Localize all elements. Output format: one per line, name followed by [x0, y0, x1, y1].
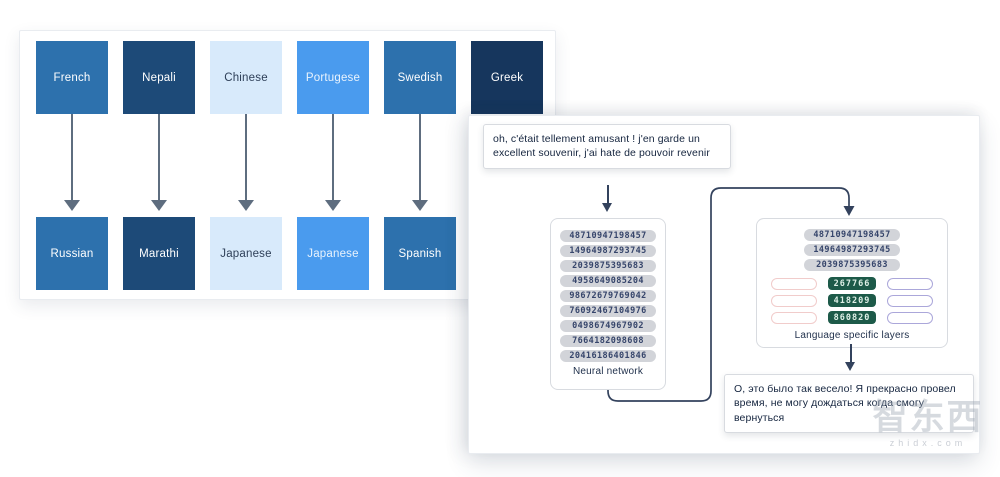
- token-chip: 20416186401846: [560, 349, 656, 362]
- flow-arrow-head-icon: [845, 362, 855, 371]
- down-arrow-head-icon: [151, 200, 167, 211]
- down-arrow-head-icon: [325, 200, 341, 211]
- layer-pill-row: 860820: [771, 311, 933, 324]
- down-arrow-line: [71, 114, 73, 202]
- down-arrow-head-icon: [412, 200, 428, 211]
- inactive-layer-slot: [887, 277, 933, 290]
- token-chip: 76092467104976: [560, 304, 656, 317]
- source-language-box: French: [36, 41, 108, 114]
- neural-network-label: Neural network: [572, 366, 644, 377]
- token-chip: 2039875395683: [560, 259, 656, 272]
- token-chip-list: 48710947198457 14964987293745 203987539568…: [804, 227, 900, 272]
- language-pair-column: Chinese Japanese: [210, 31, 282, 299]
- token-chip: 2039875395683: [804, 258, 900, 271]
- flow-arrow-line: [607, 185, 609, 204]
- token-chip: 48710947198457: [804, 228, 900, 241]
- token-chip: 14964987293745: [804, 243, 900, 256]
- translation-flow-panel: oh, c'était tellement amusant ! j'en gar…: [468, 115, 980, 454]
- down-arrow-line: [332, 114, 334, 202]
- flow-arrow-line: [850, 344, 852, 363]
- active-layer-token: 860820: [828, 311, 876, 324]
- output-text-bubble: О, это было так весело! Я прекрасно пров…: [724, 374, 974, 434]
- target-language-box: Marathi: [123, 217, 195, 290]
- flow-arrow-head-icon: [843, 206, 855, 216]
- watermark-domain: zhidx.com: [889, 437, 967, 448]
- watermark: 智东西 zhidx.com: [856, 398, 1000, 448]
- watermark-logo: 智东西: [872, 398, 984, 437]
- inactive-layer-slot: [771, 311, 817, 324]
- target-language-box: Japanese: [210, 217, 282, 290]
- language-pair-column: Swedish Spanish: [384, 31, 456, 299]
- language-pair-column: French Russian: [36, 31, 108, 299]
- down-arrow-head-icon: [64, 200, 80, 211]
- neural-network-box: 48710947198457 14964987293745 203987539568…: [550, 218, 666, 390]
- source-language-box: Nepali: [123, 41, 195, 114]
- inactive-layer-slot: [887, 311, 933, 324]
- language-layers-box: 48710947198457 14964987293745 203987539568…: [756, 218, 948, 348]
- token-chip: 48710947198457: [560, 229, 656, 242]
- source-language-box: Greek: [471, 41, 543, 114]
- source-language-box: Chinese: [210, 41, 282, 114]
- target-language-box: Japanese: [297, 217, 369, 290]
- token-chip: 7664182098608: [560, 334, 656, 347]
- active-layer-token: 418209: [828, 294, 876, 307]
- target-language-box: Russian: [36, 217, 108, 290]
- token-chip: 4958649085204: [560, 274, 656, 287]
- inactive-layer-slot: [771, 277, 817, 290]
- layer-pill-row: 418209: [771, 294, 933, 307]
- language-layers-label: Language specific layers: [794, 330, 910, 341]
- language-pair-column: Nepali Marathi: [123, 31, 195, 299]
- flow-arrow-head-icon: [602, 203, 612, 212]
- down-arrow-head-icon: [238, 200, 254, 211]
- active-layer-token: 267766: [828, 277, 876, 290]
- language-pair-column: Greek: [471, 31, 543, 299]
- layer-pill-row: 267766: [771, 277, 933, 290]
- layer-pill-rows: 267766 418209 860820: [771, 275, 933, 326]
- down-arrow-line: [245, 114, 247, 202]
- token-chip: 98672679769042: [560, 289, 656, 302]
- inactive-layer-slot: [771, 294, 817, 307]
- down-arrow-line: [158, 114, 160, 202]
- language-pairs-panel: French Russian Nepali Marathi Chinese Ja…: [19, 30, 556, 300]
- token-chip: 0498674967902: [560, 319, 656, 332]
- language-pair-column: Portugese Japanese: [297, 31, 369, 299]
- token-chip: 14964987293745: [560, 244, 656, 257]
- source-language-box: Portugese: [297, 41, 369, 114]
- inactive-layer-slot: [887, 294, 933, 307]
- target-language-box: Spanish: [384, 217, 456, 290]
- token-chip-list: 48710947198457 14964987293745 203987539568…: [560, 228, 656, 363]
- input-text-bubble: oh, c'était tellement amusant ! j'en gar…: [483, 124, 731, 169]
- source-language-box: Swedish: [384, 41, 456, 114]
- down-arrow-line: [419, 114, 421, 202]
